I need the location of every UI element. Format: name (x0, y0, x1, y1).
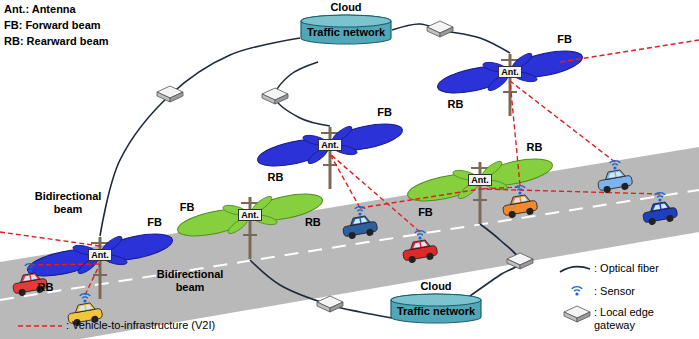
vehicle (596, 168, 633, 194)
legend-text: : Vehicle-to-infrastructure (V2I) (66, 319, 215, 332)
legend-sensor-sample (572, 287, 583, 296)
v2i-link (560, 40, 699, 62)
legend-v2i-sample (18, 325, 62, 327)
beam-label: Bidirectional beam (150, 268, 230, 294)
beam-direction: FB (147, 216, 162, 229)
optical-fiber (392, 24, 510, 53)
v2i-link (480, 189, 660, 194)
vehicle (341, 214, 378, 240)
beam-direction: FB (418, 206, 433, 219)
v2i-link (360, 189, 480, 208)
beam-direction: RB (38, 281, 54, 294)
bidirectional-beam (24, 223, 176, 286)
bidirectional-beam (254, 113, 406, 176)
optical-fiber (250, 260, 392, 318)
sensor-icon (25, 264, 36, 273)
vehicle (641, 200, 678, 226)
edge-gateway (507, 253, 533, 269)
legend-fiber-sample (560, 267, 590, 272)
v2i-link (30, 264, 100, 265)
v2i-link (85, 264, 100, 295)
beam-label: Bidirectional beam (28, 190, 108, 216)
edge-gateway (317, 296, 343, 312)
legend-text: : Local edge gateway (594, 306, 694, 332)
sensor-icon (355, 207, 366, 216)
legend-text: : Optical fiber (594, 262, 659, 275)
antenna-label: Ant. (88, 249, 112, 261)
sensor-icon (655, 193, 666, 202)
vehicle (401, 238, 438, 264)
traffic-cloud: CloudTraffic network (300, 0, 392, 45)
vehicle (501, 193, 538, 219)
abbreviation-note: FB: Forward beam (4, 19, 101, 32)
legend-gateway-sample (564, 306, 590, 322)
edge-gateway (157, 86, 183, 102)
v2i-link (510, 81, 520, 185)
antenna-label: Ant. (468, 174, 492, 186)
lane-marking (0, 190, 699, 300)
antenna-label: Ant. (238, 209, 262, 221)
v2i-link (480, 187, 520, 189)
beam-direction: FB (377, 106, 392, 119)
sensor-icon (415, 231, 426, 240)
cloud-text: Traffic network (397, 305, 475, 317)
sensor-icon (610, 161, 621, 170)
beam-direction: RB (305, 216, 321, 229)
v2i-link (330, 154, 360, 208)
antenna-label: Ant. (318, 139, 342, 151)
antenna-label: Ant. (498, 66, 522, 78)
bidirectional-beam (174, 183, 326, 246)
v2i-link (330, 154, 420, 232)
cloud-heading: Cloud (390, 279, 482, 293)
abbreviation-note: Ant.: Antenna (4, 3, 76, 16)
beam-direction: FB (180, 201, 195, 214)
road (0, 147, 699, 339)
traffic-cloud: CloudTraffic network (390, 279, 482, 324)
sensor-icon (515, 186, 526, 195)
edge-gateway (262, 88, 288, 104)
cloud-heading: Cloud (300, 0, 392, 14)
v2i-link (510, 81, 615, 162)
legend-text: : Sensor (594, 285, 635, 298)
beam-direction: RB (268, 171, 284, 184)
edge-gateway (427, 21, 453, 37)
beam-direction: RB (527, 141, 543, 154)
beam-direction: RB (448, 98, 464, 111)
v2i-link (0, 232, 100, 246)
bidirectional-beam (434, 40, 586, 103)
beam-direction: FB (557, 33, 572, 46)
sensor-icon (80, 294, 91, 303)
abbreviation-note: RB: Rearward beam (4, 35, 109, 48)
cloud-text: Traffic network (307, 26, 385, 38)
